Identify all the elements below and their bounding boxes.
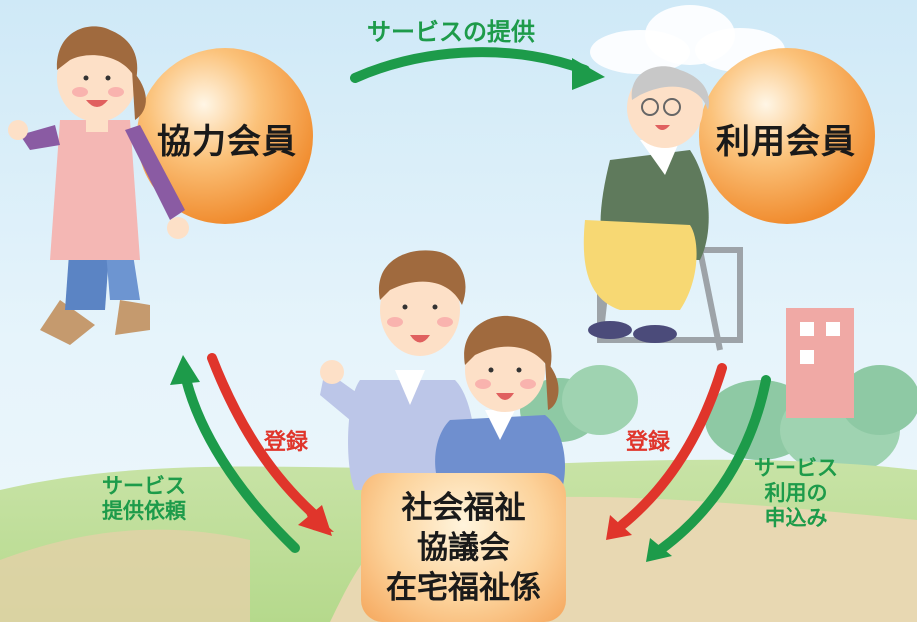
- building: [786, 308, 854, 418]
- elderly-man-figure: [583, 66, 743, 351]
- volunteer-woman-figure: [8, 26, 189, 345]
- using-member-label: 利用会員: [716, 122, 856, 162]
- cooperating-member-orb: [137, 48, 313, 224]
- arrow-right-register: [617, 363, 727, 530]
- council-line-2: 協議会: [417, 529, 510, 566]
- service-request-label: サービス 提供依頼: [102, 474, 186, 523]
- right-register-label: 登録: [626, 430, 671, 455]
- council-line-1: 社会福祉: [401, 489, 526, 526]
- council-line-3: 在宅福祉係: [386, 569, 541, 606]
- cloud: [590, 5, 785, 74]
- arrow-right-service-apply: [655, 375, 771, 555]
- arrow-left-service-request: [180, 370, 300, 553]
- staff-man-figure: [320, 250, 475, 490]
- using-member-orb: [699, 48, 875, 224]
- arrow-left-register: [207, 353, 323, 523]
- council-box: 社会福祉 協議会 在宅福祉係: [361, 473, 566, 622]
- service-provision-label: サービスの提供: [367, 18, 535, 46]
- left-register-label: 登録: [264, 430, 309, 455]
- arrow-service-provision: [350, 47, 590, 83]
- service-apply-label: サービス 利用の 申込み: [754, 456, 838, 530]
- cooperating-member-label: 協力会員: [157, 122, 297, 162]
